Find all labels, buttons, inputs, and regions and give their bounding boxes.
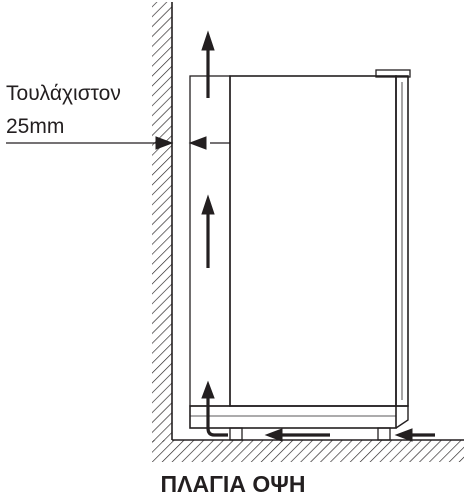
airflow-up-arrow-middle (201, 194, 215, 268)
clearance-arrow-right (188, 136, 207, 150)
view-title: ΠΛΑΓΙΑ ΟΨΗ (161, 471, 306, 497)
airflow-arrows (201, 30, 435, 442)
airflow-curved-arrow (201, 380, 228, 437)
appliance-front-foot (229, 427, 243, 441)
airflow-under-arrow (264, 428, 330, 442)
appliance-top-hinge (375, 69, 411, 78)
clearance-label-line1: Τουλάχιστον (6, 82, 121, 105)
appliance-side-view (189, 69, 411, 441)
appliance-rear-panel (189, 75, 231, 407)
clearance-label-line2: 25mm (6, 115, 64, 138)
wall-surface-lines (171, 2, 464, 441)
wall-hatching (152, 2, 464, 462)
appliance-rear-foot (377, 427, 391, 441)
clearance-arrow-left (155, 136, 174, 150)
airflow-intake-arrow (394, 428, 435, 442)
appliance-cabinet (229, 75, 397, 407)
airflow-up-arrow-top (201, 30, 215, 98)
clearance-dimension (6, 136, 230, 150)
appliance-base (189, 405, 397, 429)
